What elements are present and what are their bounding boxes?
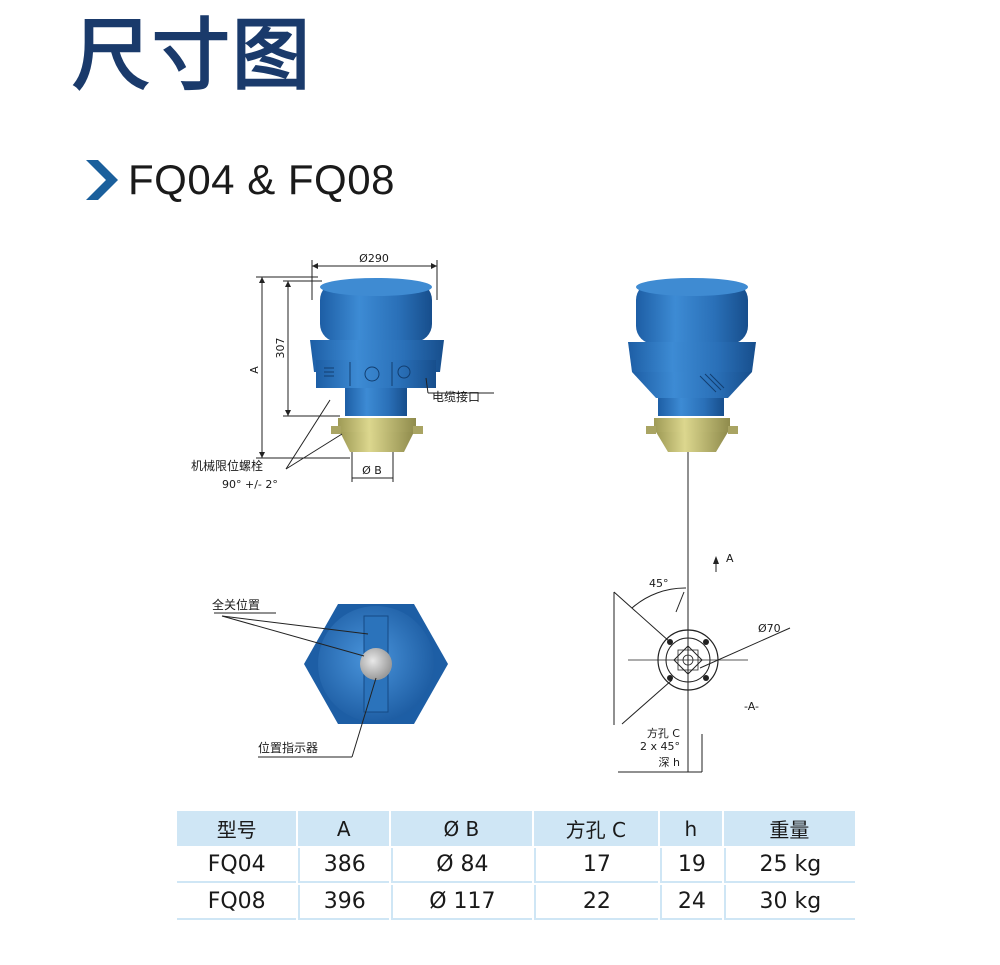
chamfer-label: 2 x 45° xyxy=(640,740,680,753)
overall-height-label: A xyxy=(248,366,261,374)
cell-weight: 30 kg xyxy=(723,885,855,920)
flange-dimension-lines xyxy=(613,560,791,773)
angle-label: 45° xyxy=(649,577,669,590)
limit-bolt-angle: 90° +/- 2° xyxy=(222,478,278,491)
header-h: h xyxy=(659,811,722,846)
bore-label: Ø B xyxy=(362,464,382,477)
cell-a: 396 xyxy=(298,885,390,920)
cell-square-hole: 22 xyxy=(533,885,658,920)
header-model: 型号 xyxy=(177,811,297,846)
table-row: FQ08 396 Ø 117 22 24 30 kg xyxy=(177,885,855,920)
section-header: FQ04 & FQ08 xyxy=(82,150,395,210)
table-row: FQ04 386 Ø 84 17 19 25 kg xyxy=(177,848,855,883)
actuator-front-view xyxy=(310,278,444,452)
chevron-right-icon xyxy=(86,160,118,200)
cell-h: 19 xyxy=(659,848,722,883)
pcd-label: Ø70 xyxy=(758,622,781,635)
closed-position-label: 全关位置 xyxy=(212,597,260,612)
square-hole-label: 方孔 C xyxy=(647,726,680,740)
cell-a: 386 xyxy=(298,848,390,883)
cell-bore: Ø 117 xyxy=(391,885,532,920)
limit-bolt-label: 机械限位螺栓 xyxy=(191,458,263,473)
front-dimension-lines xyxy=(256,260,494,482)
header-square-hole: 方孔 C xyxy=(533,811,658,846)
table-header-row: 型号 A Ø B 方孔 C h 重量 xyxy=(177,811,855,846)
actuator-side-view xyxy=(628,278,756,452)
cable-entry-label: 电缆接口 xyxy=(432,389,480,404)
header-bore: Ø B xyxy=(391,811,532,846)
spec-table: 型号 A Ø B 方孔 C h 重量 FQ04 386 Ø 84 17 19 2… xyxy=(175,809,857,922)
view-arrow-label: A xyxy=(726,552,734,565)
view-label: -A- xyxy=(744,700,759,713)
cell-weight: 25 kg xyxy=(723,848,855,883)
diameter-label: Ø290 xyxy=(359,252,389,265)
indicator-label: 位置指示器 xyxy=(258,740,318,755)
header-weight: 重量 xyxy=(723,811,855,846)
cell-bore: Ø 84 xyxy=(391,848,532,883)
cell-h: 24 xyxy=(659,885,722,920)
header-a: A xyxy=(298,811,390,846)
flange-bottom-view xyxy=(628,629,748,691)
depth-label: 深 h xyxy=(659,756,680,769)
cell-square-hole: 17 xyxy=(533,848,658,883)
cell-model: FQ08 xyxy=(177,885,297,920)
cell-model: FQ04 xyxy=(177,848,297,883)
actuator-top-view xyxy=(304,604,448,724)
top-view-leaders xyxy=(214,612,377,758)
page-title: 尺寸图 xyxy=(72,11,313,101)
height-label: 307 xyxy=(274,338,287,359)
section-title: FQ04 & FQ08 xyxy=(128,156,395,203)
